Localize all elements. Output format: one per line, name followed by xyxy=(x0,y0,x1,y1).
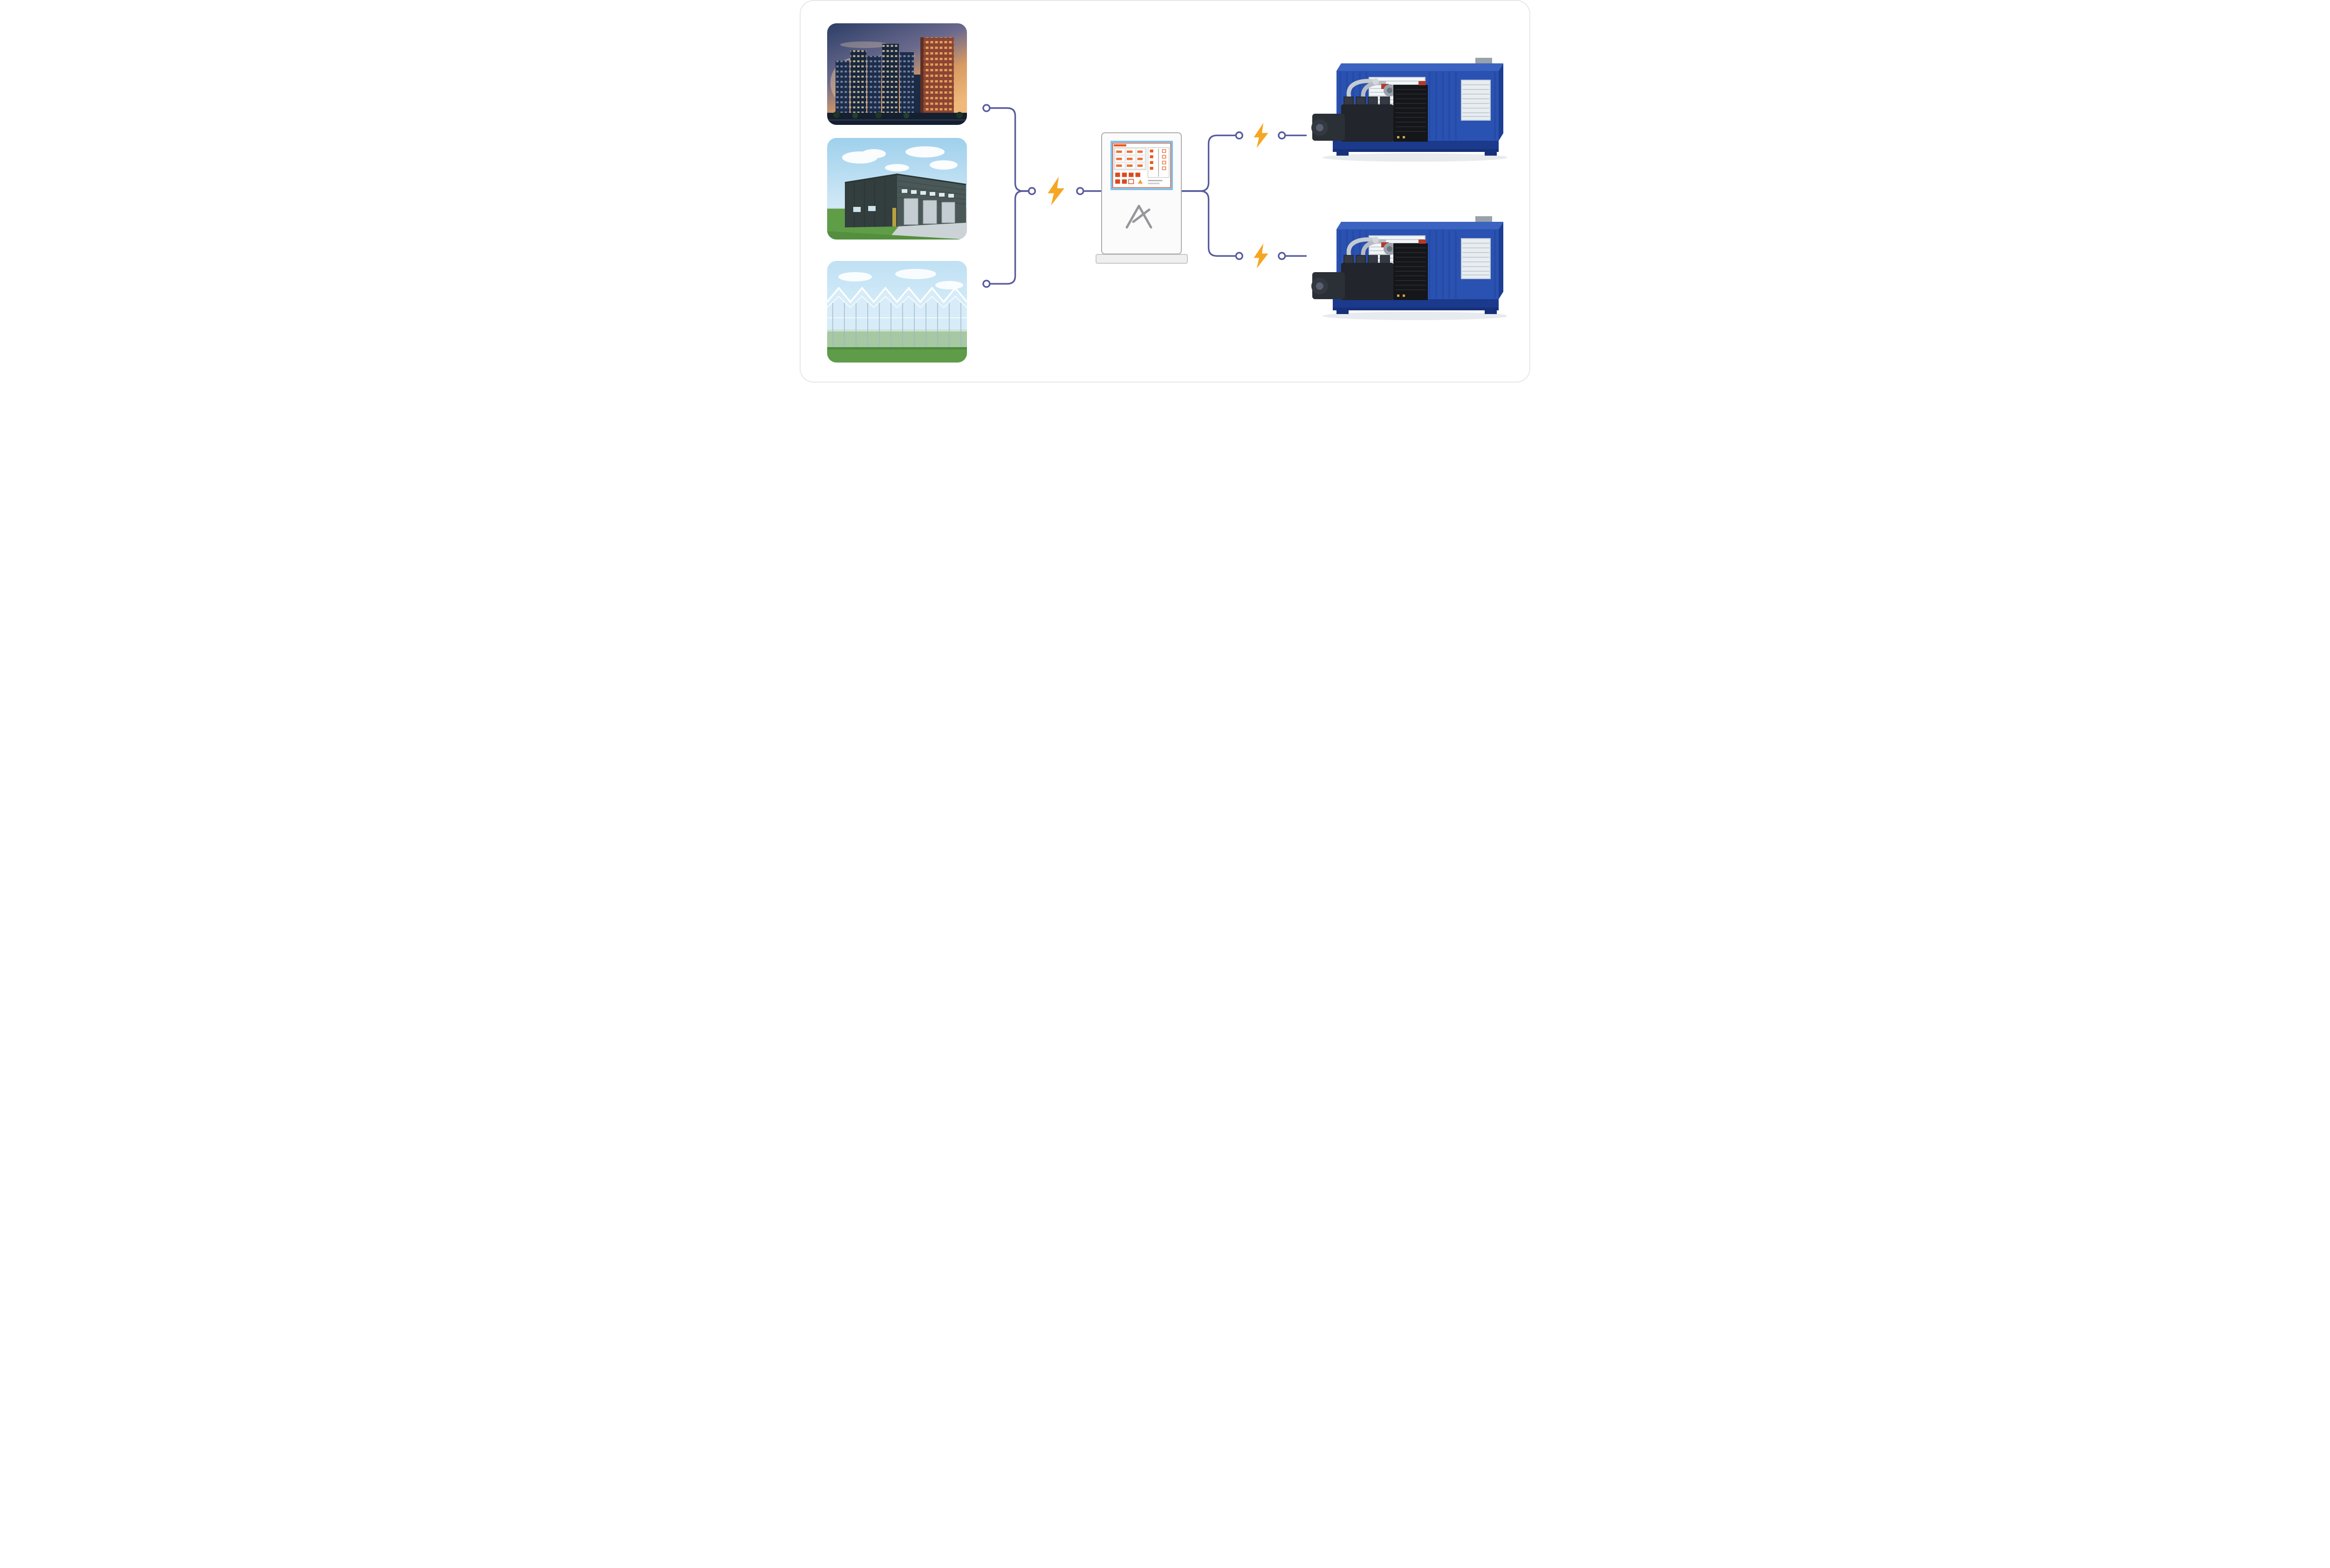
lightning-bolt-icon xyxy=(1254,123,1268,148)
industrial-building-photo xyxy=(827,138,967,240)
controller-screen-graphics xyxy=(1112,143,1171,188)
connection-node-circle xyxy=(1028,187,1036,195)
city-illustration xyxy=(827,23,967,125)
manufacturer-logo-graphic xyxy=(1125,205,1152,229)
greenhouse-illustration xyxy=(827,261,967,363)
connection-node-circle xyxy=(1235,131,1243,140)
diesel-generator-1 xyxy=(1290,58,1507,166)
connection-node-circle xyxy=(982,280,991,288)
connection-node-circle xyxy=(1235,252,1243,260)
engine-assembly xyxy=(1311,237,1428,300)
controller-screen xyxy=(1110,141,1173,190)
connection-node-circle xyxy=(982,104,991,112)
diesel-generator-2 xyxy=(1290,216,1507,324)
lightning-bolt-icon xyxy=(1254,243,1268,269)
genset-illustration xyxy=(1311,216,1507,320)
residential-buildings-photo xyxy=(827,23,967,125)
engine-assembly xyxy=(1311,78,1428,142)
lightning-bolt-icon xyxy=(1048,177,1064,205)
connection-node-circle xyxy=(1076,187,1084,195)
warehouse-illustration xyxy=(827,138,967,240)
manufacturer-logo-icon xyxy=(1122,201,1161,231)
cabinet-base xyxy=(1096,254,1188,264)
connection-node-circle xyxy=(1278,252,1286,260)
diagram-canvas xyxy=(800,0,1530,383)
genset-illustration xyxy=(1311,58,1507,162)
greenhouse-photo xyxy=(827,261,967,363)
connection-node-circle xyxy=(1278,131,1286,140)
ats-control-cabinet xyxy=(1101,132,1182,254)
